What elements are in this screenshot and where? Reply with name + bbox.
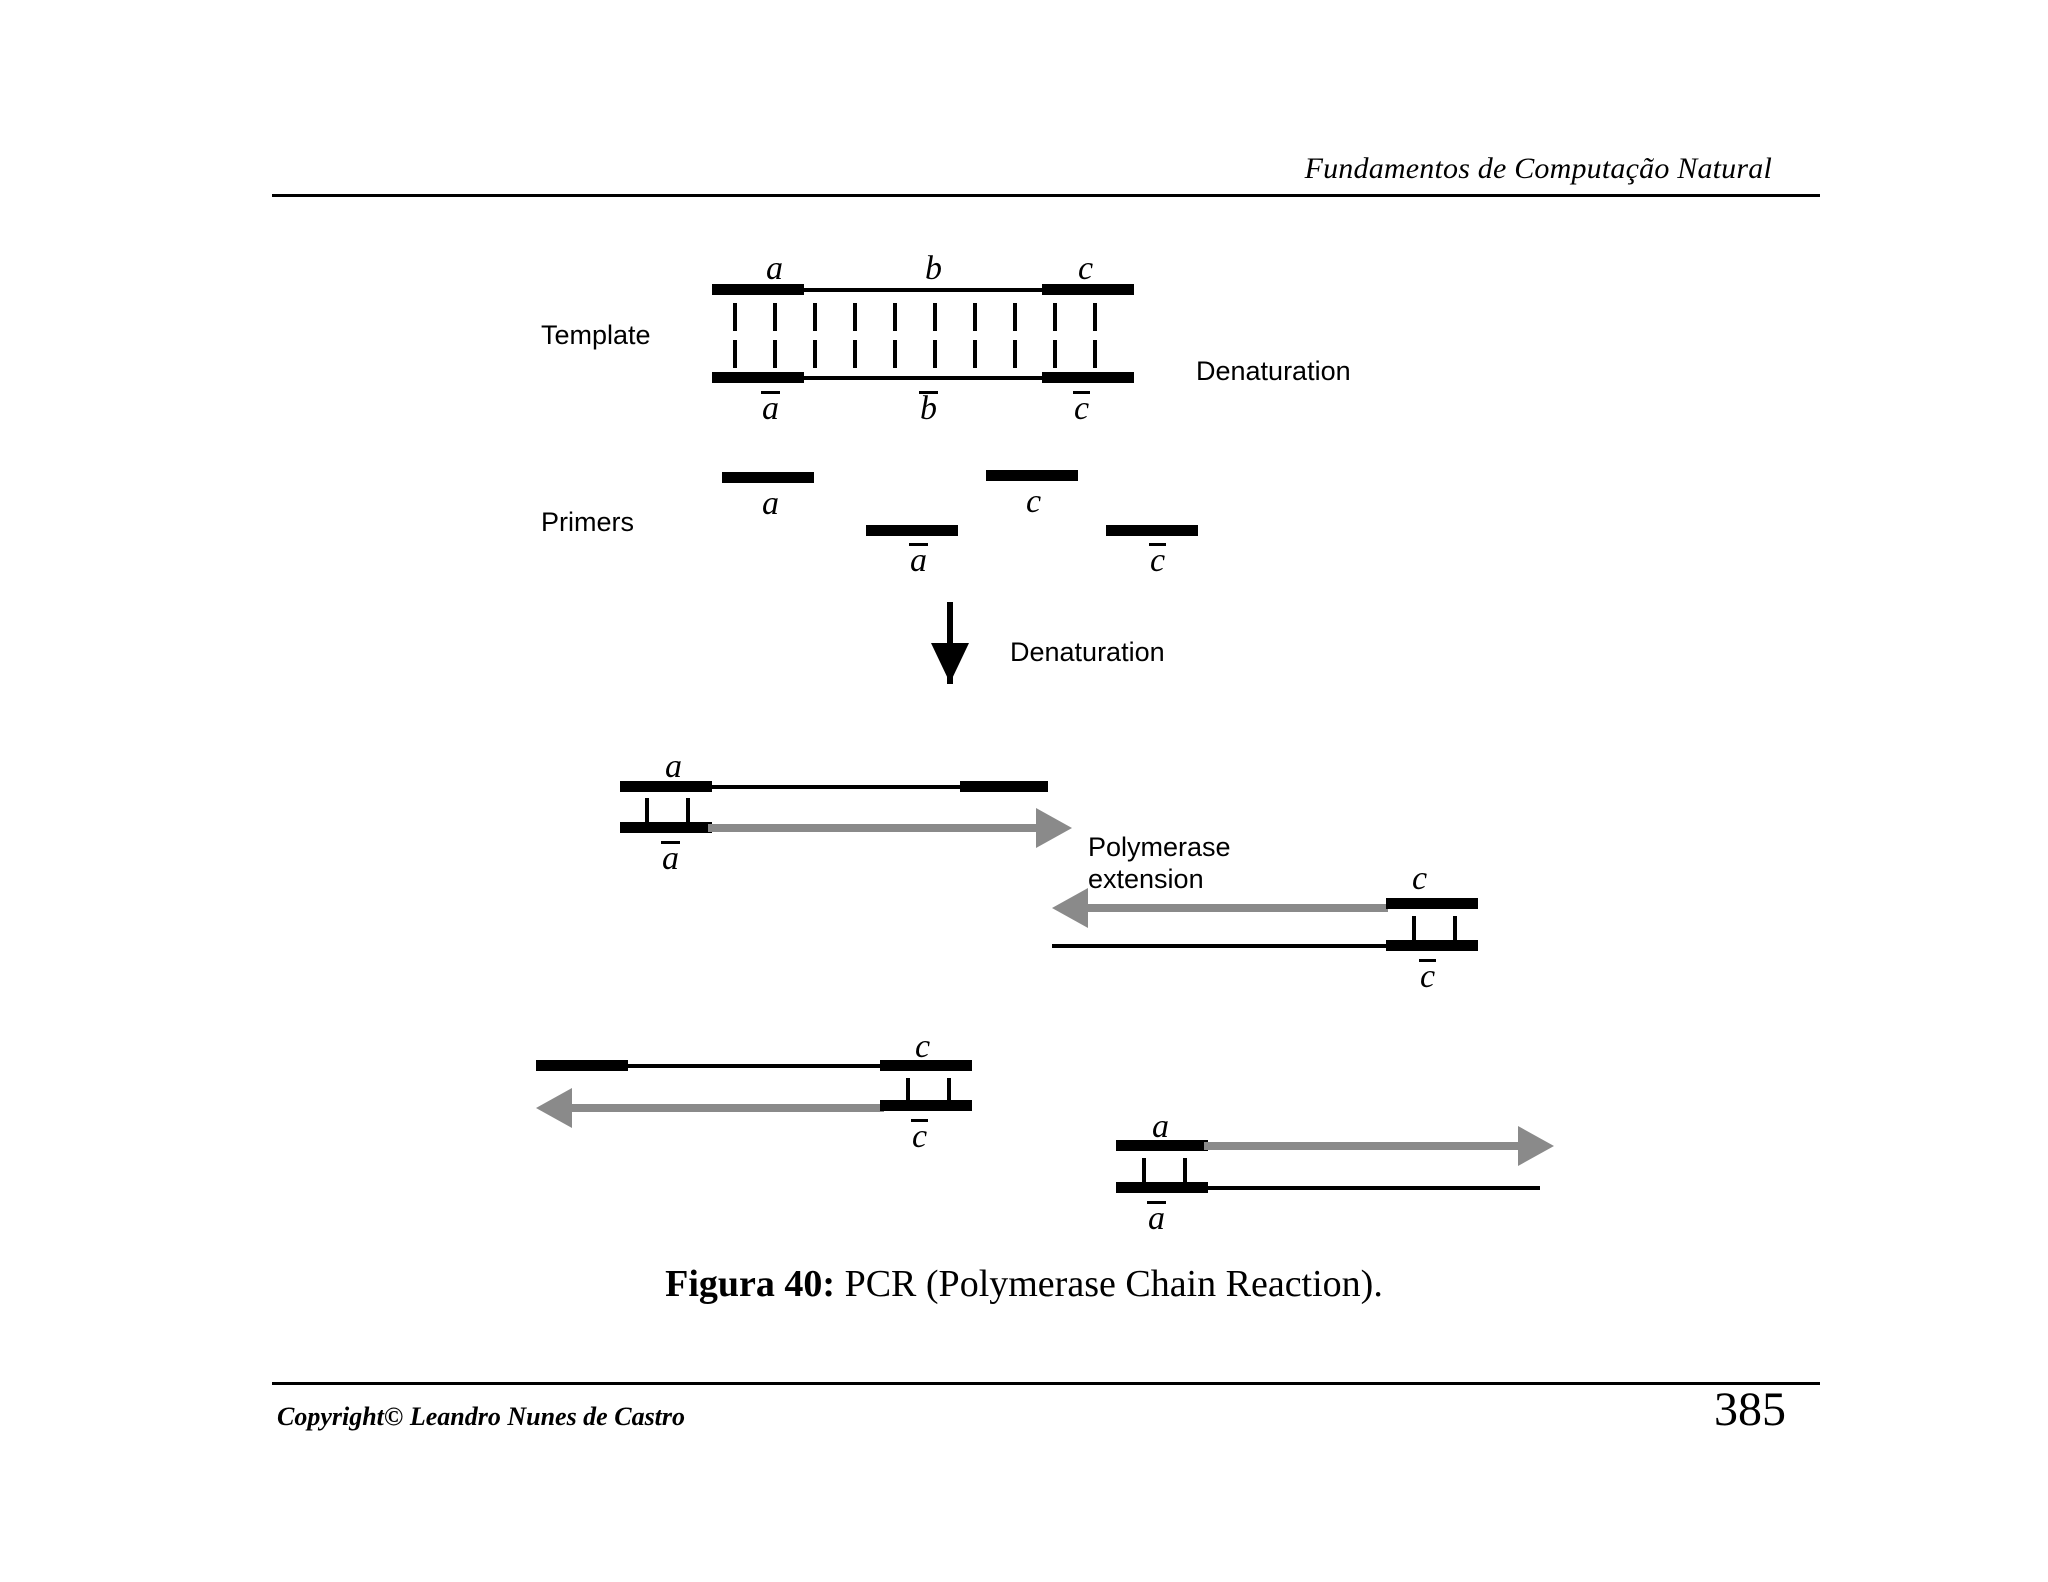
bond-tick xyxy=(813,303,817,331)
polymerase-arrow-head-right-upper xyxy=(1052,888,1088,928)
primer-letter-c-bar: c xyxy=(1148,542,1167,579)
primer-letter-a-bar: a xyxy=(909,542,928,579)
product-letter-a-right-lower: a xyxy=(1152,1108,1169,1145)
bond-tick xyxy=(773,340,777,368)
product-letter-a-bar-left-upper: a xyxy=(661,840,680,877)
bond-tick xyxy=(1053,340,1057,368)
polymerase-arrow-head-left-upper xyxy=(1036,808,1072,848)
bond-tick xyxy=(1093,340,1097,368)
primer-bar-a xyxy=(722,472,814,483)
polymerase-arrow-shaft-right-upper xyxy=(1088,904,1388,912)
footer-rule xyxy=(272,1382,1820,1385)
bond-tick xyxy=(973,340,977,368)
right-upper-backbone xyxy=(1052,944,1392,948)
bond-tick xyxy=(1453,916,1457,942)
template-top-backbone-b xyxy=(800,288,1046,292)
left-upper-backbone xyxy=(708,785,964,789)
bond-tick xyxy=(733,303,737,331)
right-lower-primer-a xyxy=(1116,1140,1208,1151)
strand-letter-b-bar-bottom: b xyxy=(919,390,938,427)
left-upper-segment-a xyxy=(620,781,712,792)
bond-tick xyxy=(947,1078,951,1104)
product-letter-c-left-lower: c xyxy=(915,1028,931,1065)
primer-bar-c xyxy=(986,470,1078,481)
left-lower-backbone xyxy=(624,1064,884,1068)
denaturation-arrow-head xyxy=(931,643,969,683)
figure-caption: Figura 40: PCR (Polymerase Chain Reactio… xyxy=(0,1262,2048,1306)
page-header-title: Fundamentos de Computação Natural xyxy=(1304,152,1772,185)
template-bottom-segment-c xyxy=(1042,372,1134,383)
bond-tick xyxy=(733,340,737,368)
left-upper-segment-end xyxy=(960,781,1048,792)
footer-page-number: 385 xyxy=(1714,1383,1786,1436)
template-bottom-backbone-b xyxy=(800,376,1046,380)
bond-tick xyxy=(1013,340,1017,368)
polymerase-arrow-head-left-lower xyxy=(536,1088,572,1128)
header-rule xyxy=(272,194,1820,197)
primer-bar-a-bar xyxy=(866,525,958,536)
footer-copyright: Copyright© Leandro Nunes de Castro xyxy=(277,1402,686,1431)
label-denaturation-arrow: Denaturation xyxy=(1010,637,1165,667)
polymerase-arrow-shaft-right-lower xyxy=(1204,1142,1520,1150)
product-letter-c-right-upper: c xyxy=(1412,860,1428,897)
strand-letter-a-top: a xyxy=(766,250,783,287)
bond-tick xyxy=(893,303,897,331)
left-lower-primer-c-bar xyxy=(880,1100,972,1111)
right-lower-backbone xyxy=(1204,1186,1540,1190)
right-upper-primer-c xyxy=(1386,898,1478,909)
strand-letter-b-top: b xyxy=(925,250,942,287)
bond-tick xyxy=(1183,1158,1187,1184)
figure-caption-prefix: Figura 40: xyxy=(665,1263,836,1305)
bond-tick xyxy=(933,340,937,368)
right-upper-segment-c-bar xyxy=(1386,940,1478,951)
bond-tick xyxy=(893,340,897,368)
left-lower-segment-start xyxy=(536,1060,628,1071)
bond-tick xyxy=(645,798,649,824)
bond-tick xyxy=(1053,303,1057,331)
polymerase-arrow-shaft-left-upper xyxy=(708,824,1038,832)
polymerase-arrow-head-right-lower xyxy=(1518,1126,1554,1166)
left-lower-segment-c xyxy=(880,1060,972,1071)
template-top-segment-a xyxy=(712,284,804,295)
strand-letter-c-bar-bottom: c xyxy=(1072,390,1091,427)
bond-tick xyxy=(1142,1158,1146,1184)
bond-tick xyxy=(906,1078,910,1104)
left-upper-primer-a-bar xyxy=(620,822,712,833)
product-letter-c-bar-left-lower: c xyxy=(910,1118,929,1155)
bond-tick xyxy=(1013,303,1017,331)
template-top-segment-c xyxy=(1042,284,1134,295)
primer-letter-c: c xyxy=(1026,483,1042,520)
bond-tick xyxy=(933,303,937,331)
figure-caption-text: PCR (Polymerase Chain Reaction). xyxy=(835,1263,1383,1305)
label-primers: Primers xyxy=(541,507,634,537)
bond-tick xyxy=(1412,916,1416,942)
bond-tick xyxy=(773,303,777,331)
label-denaturation-template: Denaturation xyxy=(1196,356,1351,386)
primer-bar-c-bar xyxy=(1106,525,1198,536)
label-template: Template xyxy=(541,320,651,350)
primer-letter-a: a xyxy=(762,485,779,522)
product-letter-a-bar-right-lower: a xyxy=(1147,1200,1166,1237)
polymerase-arrow-shaft-left-lower xyxy=(572,1104,884,1112)
product-letter-a-left-upper: a xyxy=(665,748,682,785)
bond-tick xyxy=(686,798,690,824)
strand-letter-a-bar-bottom: a xyxy=(761,390,780,427)
bond-tick xyxy=(813,340,817,368)
bond-tick xyxy=(973,303,977,331)
bond-tick xyxy=(853,303,857,331)
strand-letter-c-top: c xyxy=(1078,250,1094,287)
right-lower-segment-a-bar xyxy=(1116,1182,1208,1193)
template-bottom-segment-a xyxy=(712,372,804,383)
product-letter-c-bar-right-upper: c xyxy=(1418,958,1437,995)
bond-tick xyxy=(1093,303,1097,331)
bond-tick xyxy=(853,340,857,368)
